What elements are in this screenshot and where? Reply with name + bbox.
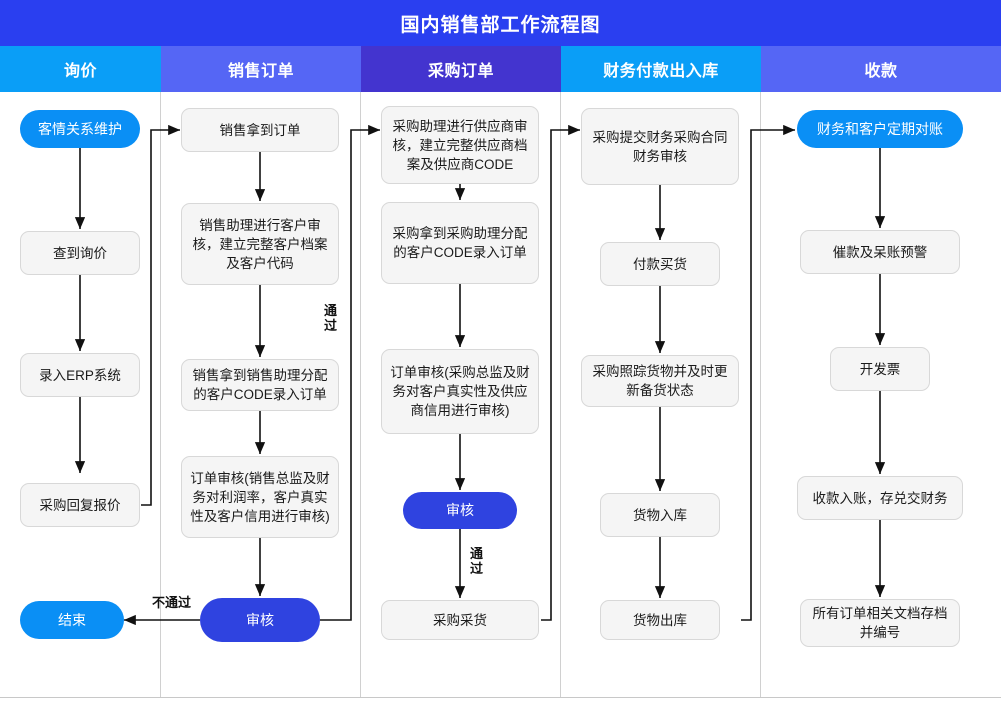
node-found-inquiry[interactable]: 查到询价 bbox=[20, 231, 140, 275]
node-purchase-enter-order-with-code[interactable]: 采购拿到采购助理分配的客户CODE录入订单 bbox=[381, 202, 539, 284]
lane-header-purchase: 采购订单 bbox=[361, 46, 561, 92]
node-submit-contract-to-finance[interactable]: 采购提交财务采购合同财务审核 bbox=[581, 108, 739, 185]
node-sales-received-order[interactable]: 销售拿到订单 bbox=[181, 108, 339, 152]
lane-header-collect: 收款 bbox=[761, 46, 1001, 92]
node-archive-order-documents[interactable]: 所有订单相关文档存档并编号 bbox=[800, 599, 960, 647]
lane-header-finance: 财务付款出入库 bbox=[561, 46, 761, 92]
node-purchase-buy-goods[interactable]: 采购采货 bbox=[381, 600, 539, 640]
edge-label-sales-pass: 通 过 bbox=[324, 303, 338, 333]
node-receive-payment-to-finance[interactable]: 收款入账，存兑交财务 bbox=[797, 476, 963, 520]
node-dunning-bad-debt-alert[interactable]: 催款及呆账预警 bbox=[800, 230, 960, 274]
node-purchase-order-review[interactable]: 订单审核(采购总监及财务对客户真实性及供应商信用进行审核) bbox=[381, 349, 539, 434]
node-issue-invoice[interactable]: 开发票 bbox=[830, 347, 930, 391]
node-finance-customer-reconciliation[interactable]: 财务和客户定期对账 bbox=[797, 110, 963, 148]
edge-label-sales-fail: 不通过 bbox=[152, 595, 192, 610]
node-customer-relationship-maintenance[interactable]: 客情关系维护 bbox=[20, 110, 140, 148]
node-sales-assistant-customer-audit[interactable]: 销售助理进行客户审核，建立完整客户档案及客户代码 bbox=[181, 203, 339, 285]
node-sales-enter-order-with-code[interactable]: 销售拿到销售助理分配的客户CODE录入订单 bbox=[181, 359, 339, 411]
board-bottom-border bbox=[0, 697, 1001, 698]
page-title: 国内销售部工作流程图 bbox=[0, 0, 1001, 46]
node-goods-inbound[interactable]: 货物入库 bbox=[600, 493, 720, 537]
node-end[interactable]: 结束 bbox=[20, 601, 124, 639]
node-sales-approval-decision[interactable]: 审核 bbox=[200, 598, 320, 642]
node-purchase-reply-quote[interactable]: 采购回复报价 bbox=[20, 483, 140, 527]
node-track-goods-update-status[interactable]: 采购照踪货物并及时更新备货状态 bbox=[581, 355, 739, 407]
edge-label-purchase-pass: 通 过 bbox=[470, 546, 484, 576]
node-sales-order-review[interactable]: 订单审核(销售总监及财务对利润率，客户真实性及客户信用进行审核) bbox=[181, 456, 339, 538]
node-purchase-approval-decision[interactable]: 审核 bbox=[403, 492, 517, 529]
lane-header-sales: 销售订单 bbox=[161, 46, 361, 92]
node-goods-outbound[interactable]: 货物出库 bbox=[600, 600, 720, 640]
lane-header-inquiry: 询价 bbox=[0, 46, 161, 92]
node-enter-erp-system[interactable]: 录入ERP系统 bbox=[20, 353, 140, 397]
node-purchase-assistant-supplier-audit[interactable]: 采购助理进行供应商审核，建立完整供应商档案及供应商CODE bbox=[381, 106, 539, 184]
node-pay-and-buy[interactable]: 付款买货 bbox=[600, 242, 720, 286]
